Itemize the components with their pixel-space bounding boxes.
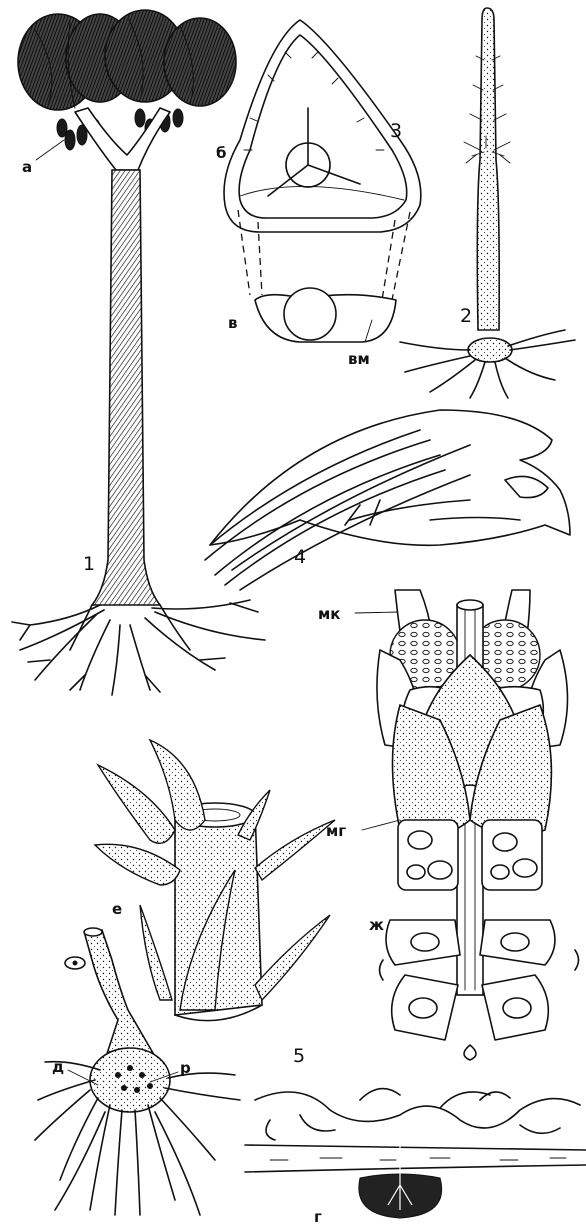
figure-4-sporophyll: 4 [205,410,570,590]
label-a: а [22,158,32,176]
label-zh: ж [369,916,384,934]
label-g: г [314,1208,322,1226]
figure-number-2: 2 [460,305,472,327]
label-r: р [180,1059,191,1077]
figure-number-3: 3 [390,120,402,142]
figure-1-plant: а 1 [12,10,265,695]
label-vm: вм [348,350,370,368]
label-b: б [216,144,226,162]
figure-number-5: 5 [293,1045,305,1067]
label-e: е [112,900,122,918]
label-v: в [228,314,238,332]
rhizome-threads [255,1089,580,1140]
figure-g-soil-rhizome: г [245,1089,586,1226]
roots-1 [12,600,265,695]
figure-number-4: 4 [294,546,306,568]
figure-e-stem-leaves: е [95,740,335,1021]
label-mk: мк [318,605,340,623]
strobili-cluster [18,10,236,110]
figure-number-1: 1 [83,553,95,575]
figure-2-plant: 2 [400,8,575,398]
figure-5-strobilus-section: мк мг ж [318,590,579,1060]
label-d: д [52,1058,64,1076]
trunk [92,170,160,605]
figure-3-sporangium-diagram: б 3 в вм [216,20,421,368]
